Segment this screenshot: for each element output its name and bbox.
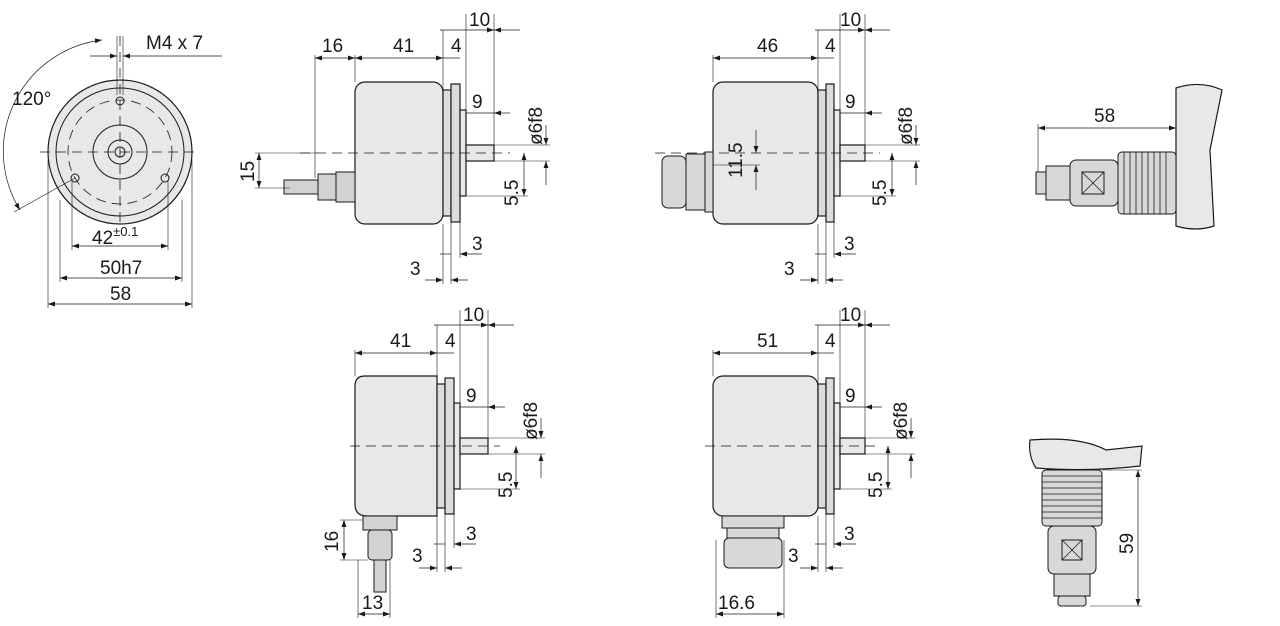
- mating-housing: [1029, 438, 1143, 471]
- shaft-step-label: 9: [472, 92, 483, 113]
- flange-thickness-label: 4: [825, 331, 836, 352]
- shaft-length-label: 10: [469, 10, 490, 31]
- connector-marking: [1081, 171, 1105, 195]
- dim-3-left: 3: [412, 546, 423, 567]
- side-view-connector-axial: 46 4 10 9 ø6f8 5.5 11.5 3 3: [655, 10, 920, 284]
- connector-cap: [723, 537, 783, 569]
- dim-3-left: 3: [788, 546, 799, 567]
- cable: [283, 179, 319, 195]
- dim-3-right: 3: [472, 234, 483, 255]
- connector-cap: [661, 155, 687, 209]
- shaft-offset-label: 5.5: [866, 472, 887, 498]
- flange-thickness-label: 4: [451, 36, 462, 57]
- spigot-label: 50h7: [100, 258, 142, 279]
- dim-3-right: 3: [466, 524, 477, 545]
- side-view-connector-radial: 51 4 10 9 ø6f8 5.5 16.6 3 3: [705, 305, 915, 618]
- shaft-offset-label: 5.5: [502, 180, 523, 206]
- cable-height-label: 15: [238, 161, 259, 182]
- overall-length-label: 41: [393, 36, 414, 57]
- connector-marking: [1061, 539, 1083, 561]
- cable-gland-nut: [335, 171, 356, 203]
- plug-rear: [1045, 165, 1071, 201]
- flange-plate: [825, 377, 835, 515]
- side-view-cable-axial: 16 41 4 10 9 ø6f8 5.5 15 3 3: [238, 10, 550, 284]
- overall-length-label: 51: [757, 331, 778, 352]
- connector-body: [685, 153, 706, 211]
- connector-height-label: 11.5: [726, 142, 747, 178]
- bolt-circle-label: 42±0.1: [92, 224, 138, 249]
- gland-height-label: 16: [322, 531, 343, 552]
- shaft-length-label: 10: [463, 305, 484, 326]
- cable-gland: [367, 529, 393, 561]
- dim-3-right: 3: [844, 234, 855, 255]
- axial-length-label: 58: [1094, 106, 1115, 127]
- coupling-nut: [1117, 151, 1177, 215]
- shaft-step-label: 9: [845, 92, 856, 113]
- flange-thickness-label: 4: [445, 331, 456, 352]
- dim-3-right: 3: [844, 524, 855, 545]
- shaft-length-label: 10: [840, 10, 861, 31]
- connector-axial-detail: 58: [1035, 83, 1223, 230]
- angle-label: 120°: [12, 89, 51, 110]
- cable-gland-nut: [362, 515, 398, 531]
- angle-arc: [2, 38, 103, 211]
- front-view: M4 x 7 120° 42±0.1 50h7 58: [2, 33, 222, 308]
- shaft-offset-label: 5.5: [870, 180, 891, 206]
- gland-width-label: 13: [362, 593, 383, 614]
- shaft-diameter-label: ø6f8: [896, 107, 917, 145]
- shaft-length-label: 10: [840, 305, 861, 326]
- shaft-diameter-label: ø6f8: [891, 402, 912, 440]
- connector-radial-detail: 59: [1029, 438, 1143, 607]
- plug-body: [1069, 159, 1119, 207]
- diameter-label: 58: [110, 284, 131, 305]
- cable: [373, 559, 387, 593]
- flange-thickness-label: 4: [825, 36, 836, 57]
- dim-3-left: 3: [784, 259, 795, 280]
- dim-3-left: 3: [410, 259, 421, 280]
- shaft-diameter-label: ø6f8: [521, 402, 542, 440]
- cable-gland: [317, 173, 337, 201]
- mating-housing: [1175, 83, 1223, 230]
- thread-label: M4 x 7: [146, 33, 203, 54]
- shaft-step-label: 9: [466, 386, 477, 407]
- connector-width-label: 16.6: [718, 593, 755, 614]
- overall-length-label: 41: [390, 331, 411, 352]
- shaft-step-label: 9: [845, 386, 856, 407]
- bolt-hole-right: [160, 173, 170, 183]
- shaft-offset-label: 5.5: [496, 472, 517, 498]
- side-view-cable-radial: 41 4 10 9 ø6f8 5.5 16 13 3 3: [322, 305, 545, 618]
- overall-length-label: 46: [757, 36, 778, 57]
- shaft-diameter-label: ø6f8: [526, 107, 547, 145]
- connector-flange: [721, 515, 785, 529]
- radial-length-label: 59: [1117, 533, 1138, 554]
- plug-rear: [1053, 573, 1091, 597]
- gland-length-label: 16: [322, 36, 343, 57]
